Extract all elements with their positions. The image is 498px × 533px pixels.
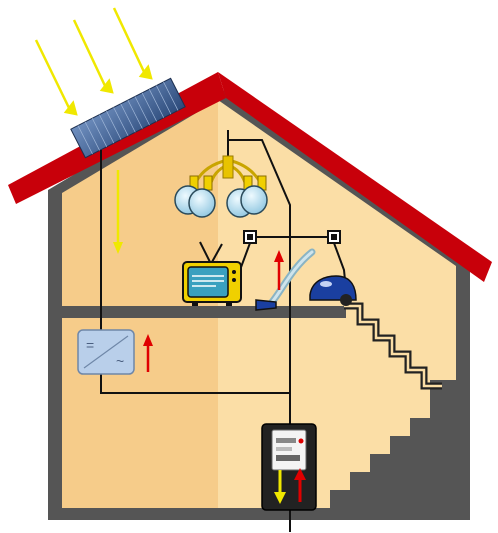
electricity-meter-icon [262,424,316,510]
ground [48,508,470,520]
inverter-icon: = ~ [78,330,134,374]
floor-slab [62,306,346,318]
sun-ray-icon [114,8,151,78]
sun-ray-icon [74,20,112,92]
inverter-dc-symbol: = [86,337,94,353]
sun-ray-icon [36,40,76,114]
inverter-ac-symbol: ~ [116,353,124,369]
